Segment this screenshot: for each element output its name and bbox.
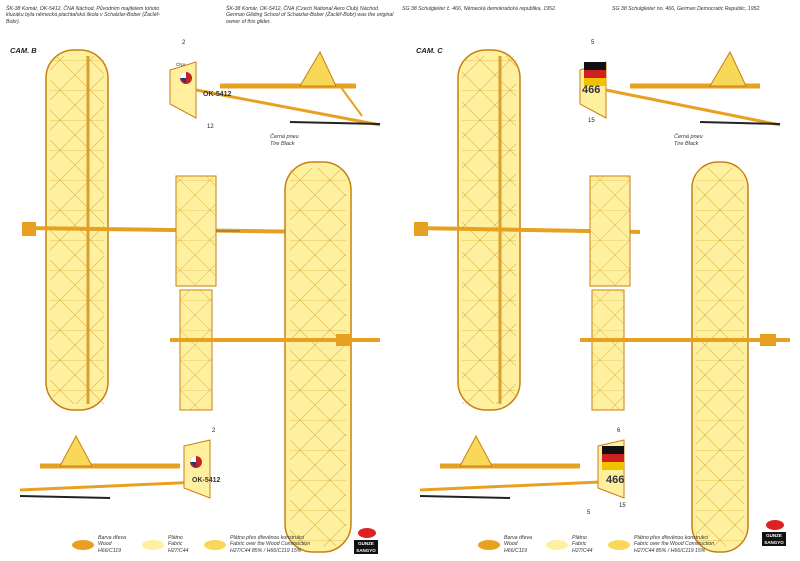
legend-swatch-wood-left xyxy=(72,540,94,550)
gunze-logo: GUNZE SANGYO xyxy=(354,540,378,554)
caption-left-en: ŠK-38 Komár, OK-5412, ČNA (Czech Nationa… xyxy=(226,6,394,25)
callout-right-en: Tire Black xyxy=(674,141,699,147)
az-model-logo xyxy=(358,528,376,538)
num-12-top: 12 xyxy=(207,124,214,130)
scheme-label-b: CAM. B xyxy=(10,46,37,55)
num-2-top: 2 xyxy=(182,40,186,46)
num-15-bottom: 15 xyxy=(619,503,626,509)
callout-left-cz: Černá pneu xyxy=(270,134,299,140)
wing-bottom-right xyxy=(580,161,790,553)
gunze-logo-right: GUNZE SANGYO xyxy=(762,532,786,546)
side-view-top-right xyxy=(579,50,781,127)
registration-de-bottom: 466 xyxy=(606,474,625,486)
tail-bottom-left xyxy=(179,289,213,411)
side-view-top-left xyxy=(169,50,381,127)
registration-de-top: 466 xyxy=(582,84,601,96)
legend-swatch-fabric-left xyxy=(142,540,164,550)
fuselage-top-right xyxy=(413,175,641,287)
registration-cz-bottom: OK-5412 xyxy=(192,477,221,484)
registration-cz-top: OK-5412 xyxy=(203,91,232,98)
num-5-top: 5 xyxy=(591,40,595,46)
caption-right-cz: SG 38 Schulgleiter č. 466, Německá demok… xyxy=(402,6,557,12)
num-2-bottom: 2 xyxy=(212,428,216,434)
side-view-bottom-left xyxy=(19,434,211,499)
registration-cz-small: ČNA xyxy=(176,62,186,67)
legend-swatch-wood-right xyxy=(478,540,500,550)
wing-bottom-left xyxy=(170,161,380,553)
caption-left-cz: ŠK-38 Komár, OK-5412, ČNA Náchod. Původn… xyxy=(6,6,161,25)
tail-bottom-right xyxy=(591,289,625,411)
fuselage-top-left xyxy=(21,175,321,287)
legend-swatch-fabric-right xyxy=(546,540,568,550)
legend-swatch-over-left xyxy=(204,540,226,550)
num-6-bottom: 6 xyxy=(617,428,621,434)
num-15-top: 15 xyxy=(588,118,595,124)
az-model-logo-right xyxy=(766,520,784,530)
callout-right-cz: Černá pneu xyxy=(674,134,703,140)
scheme-label-c: CAM. C xyxy=(416,46,443,55)
legend-swatch-over-right xyxy=(608,540,630,550)
num-5-bottom: 5 xyxy=(587,510,591,516)
caption-right-en: SG 38 Schulgleiter no. 466, German Democ… xyxy=(612,6,761,12)
callout-left-en: Tire Black xyxy=(270,141,295,147)
side-view-bottom-right xyxy=(419,434,625,499)
